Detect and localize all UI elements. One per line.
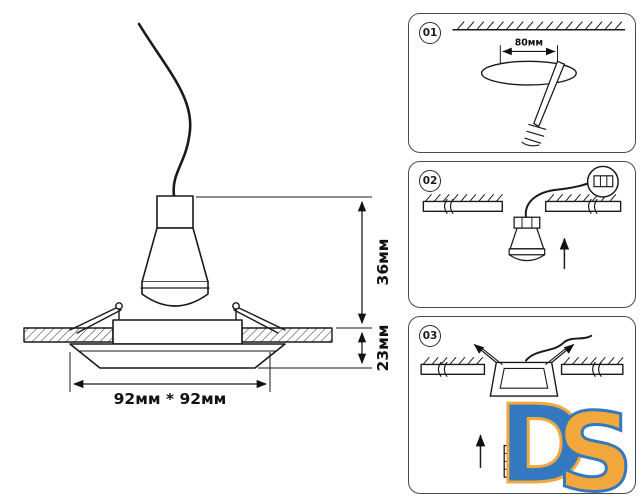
ceiling-hatch-right	[563, 357, 624, 365]
power-cable	[137, 22, 192, 198]
clip-snap-left	[473, 344, 497, 364]
ceiling-section-left	[420, 363, 486, 376]
step-panel-3: 03	[408, 316, 636, 494]
clip-snap-right	[551, 344, 575, 364]
logo-letter-s: S	[556, 391, 634, 498]
power-cable	[524, 334, 593, 362]
ceiling-section-left	[23, 327, 114, 343]
drill-bit	[533, 60, 566, 128]
step-number-badge: 01	[419, 22, 441, 44]
clip-pivot-right	[232, 302, 240, 310]
lamp-neck	[156, 195, 194, 229]
fixture-housing	[112, 319, 243, 345]
clip-left-arm	[481, 348, 503, 366]
step1-illustration: 80мм	[452, 21, 626, 147]
wiring-detail-circle	[586, 165, 619, 198]
clip-right-arm	[545, 348, 567, 366]
break-mark-left	[443, 198, 454, 214]
lamp-connector	[513, 216, 541, 229]
terminal-dividers	[599, 175, 608, 188]
step2-illustration	[422, 165, 622, 270]
ceiling-section-left	[422, 200, 503, 213]
ceiling-hatch-left	[422, 357, 483, 365]
trim-ring	[69, 343, 286, 369]
break-mark-left	[437, 361, 448, 377]
ds-logo: D S	[498, 386, 635, 498]
ceiling-hatch-right	[547, 194, 617, 202]
dimension-lines	[69, 196, 372, 392]
lamp-face	[508, 254, 546, 262]
ceiling-section-right	[241, 327, 333, 343]
lamp-cone	[141, 227, 209, 283]
break-mark-right	[592, 361, 602, 377]
lamp-rim	[508, 248, 546, 256]
dim-lamp-height-label: 36мм	[374, 239, 392, 286]
lamp-face	[141, 281, 209, 307]
terminal-block	[593, 175, 614, 188]
fixture-technical-drawing: 36мм 23мм 92мм * 92мм	[23, 22, 392, 408]
dim-width-label: 92мм * 92мм	[114, 390, 227, 408]
step-number-badge: 03	[419, 325, 441, 347]
step-panel-2: 02	[408, 161, 636, 308]
ceiling-section-right	[544, 200, 622, 213]
step-panel-1: 01 80мм	[408, 13, 636, 153]
logo-letter-d: D	[498, 386, 588, 498]
step-number-badge: 02	[419, 170, 441, 192]
lamp-ribs	[503, 452, 527, 470]
step3-illustration	[420, 334, 624, 478]
clip-pivot-left	[115, 302, 123, 310]
dim-trim-height-label: 23мм	[374, 325, 392, 372]
ceiling-cutout	[480, 60, 577, 86]
lamp-base	[507, 437, 523, 447]
drill-coil-tip	[521, 123, 547, 147]
lamp-cone	[509, 227, 545, 250]
break-mark-right	[587, 198, 598, 214]
hole-dim-label: 80мм	[515, 38, 543, 49]
ceiling-hatch	[456, 21, 623, 31]
ceiling-hatch-left	[424, 194, 503, 202]
connector-dividers	[521, 216, 533, 229]
fixture-frame-inner	[499, 367, 549, 389]
ceiling-section-right	[560, 363, 624, 376]
